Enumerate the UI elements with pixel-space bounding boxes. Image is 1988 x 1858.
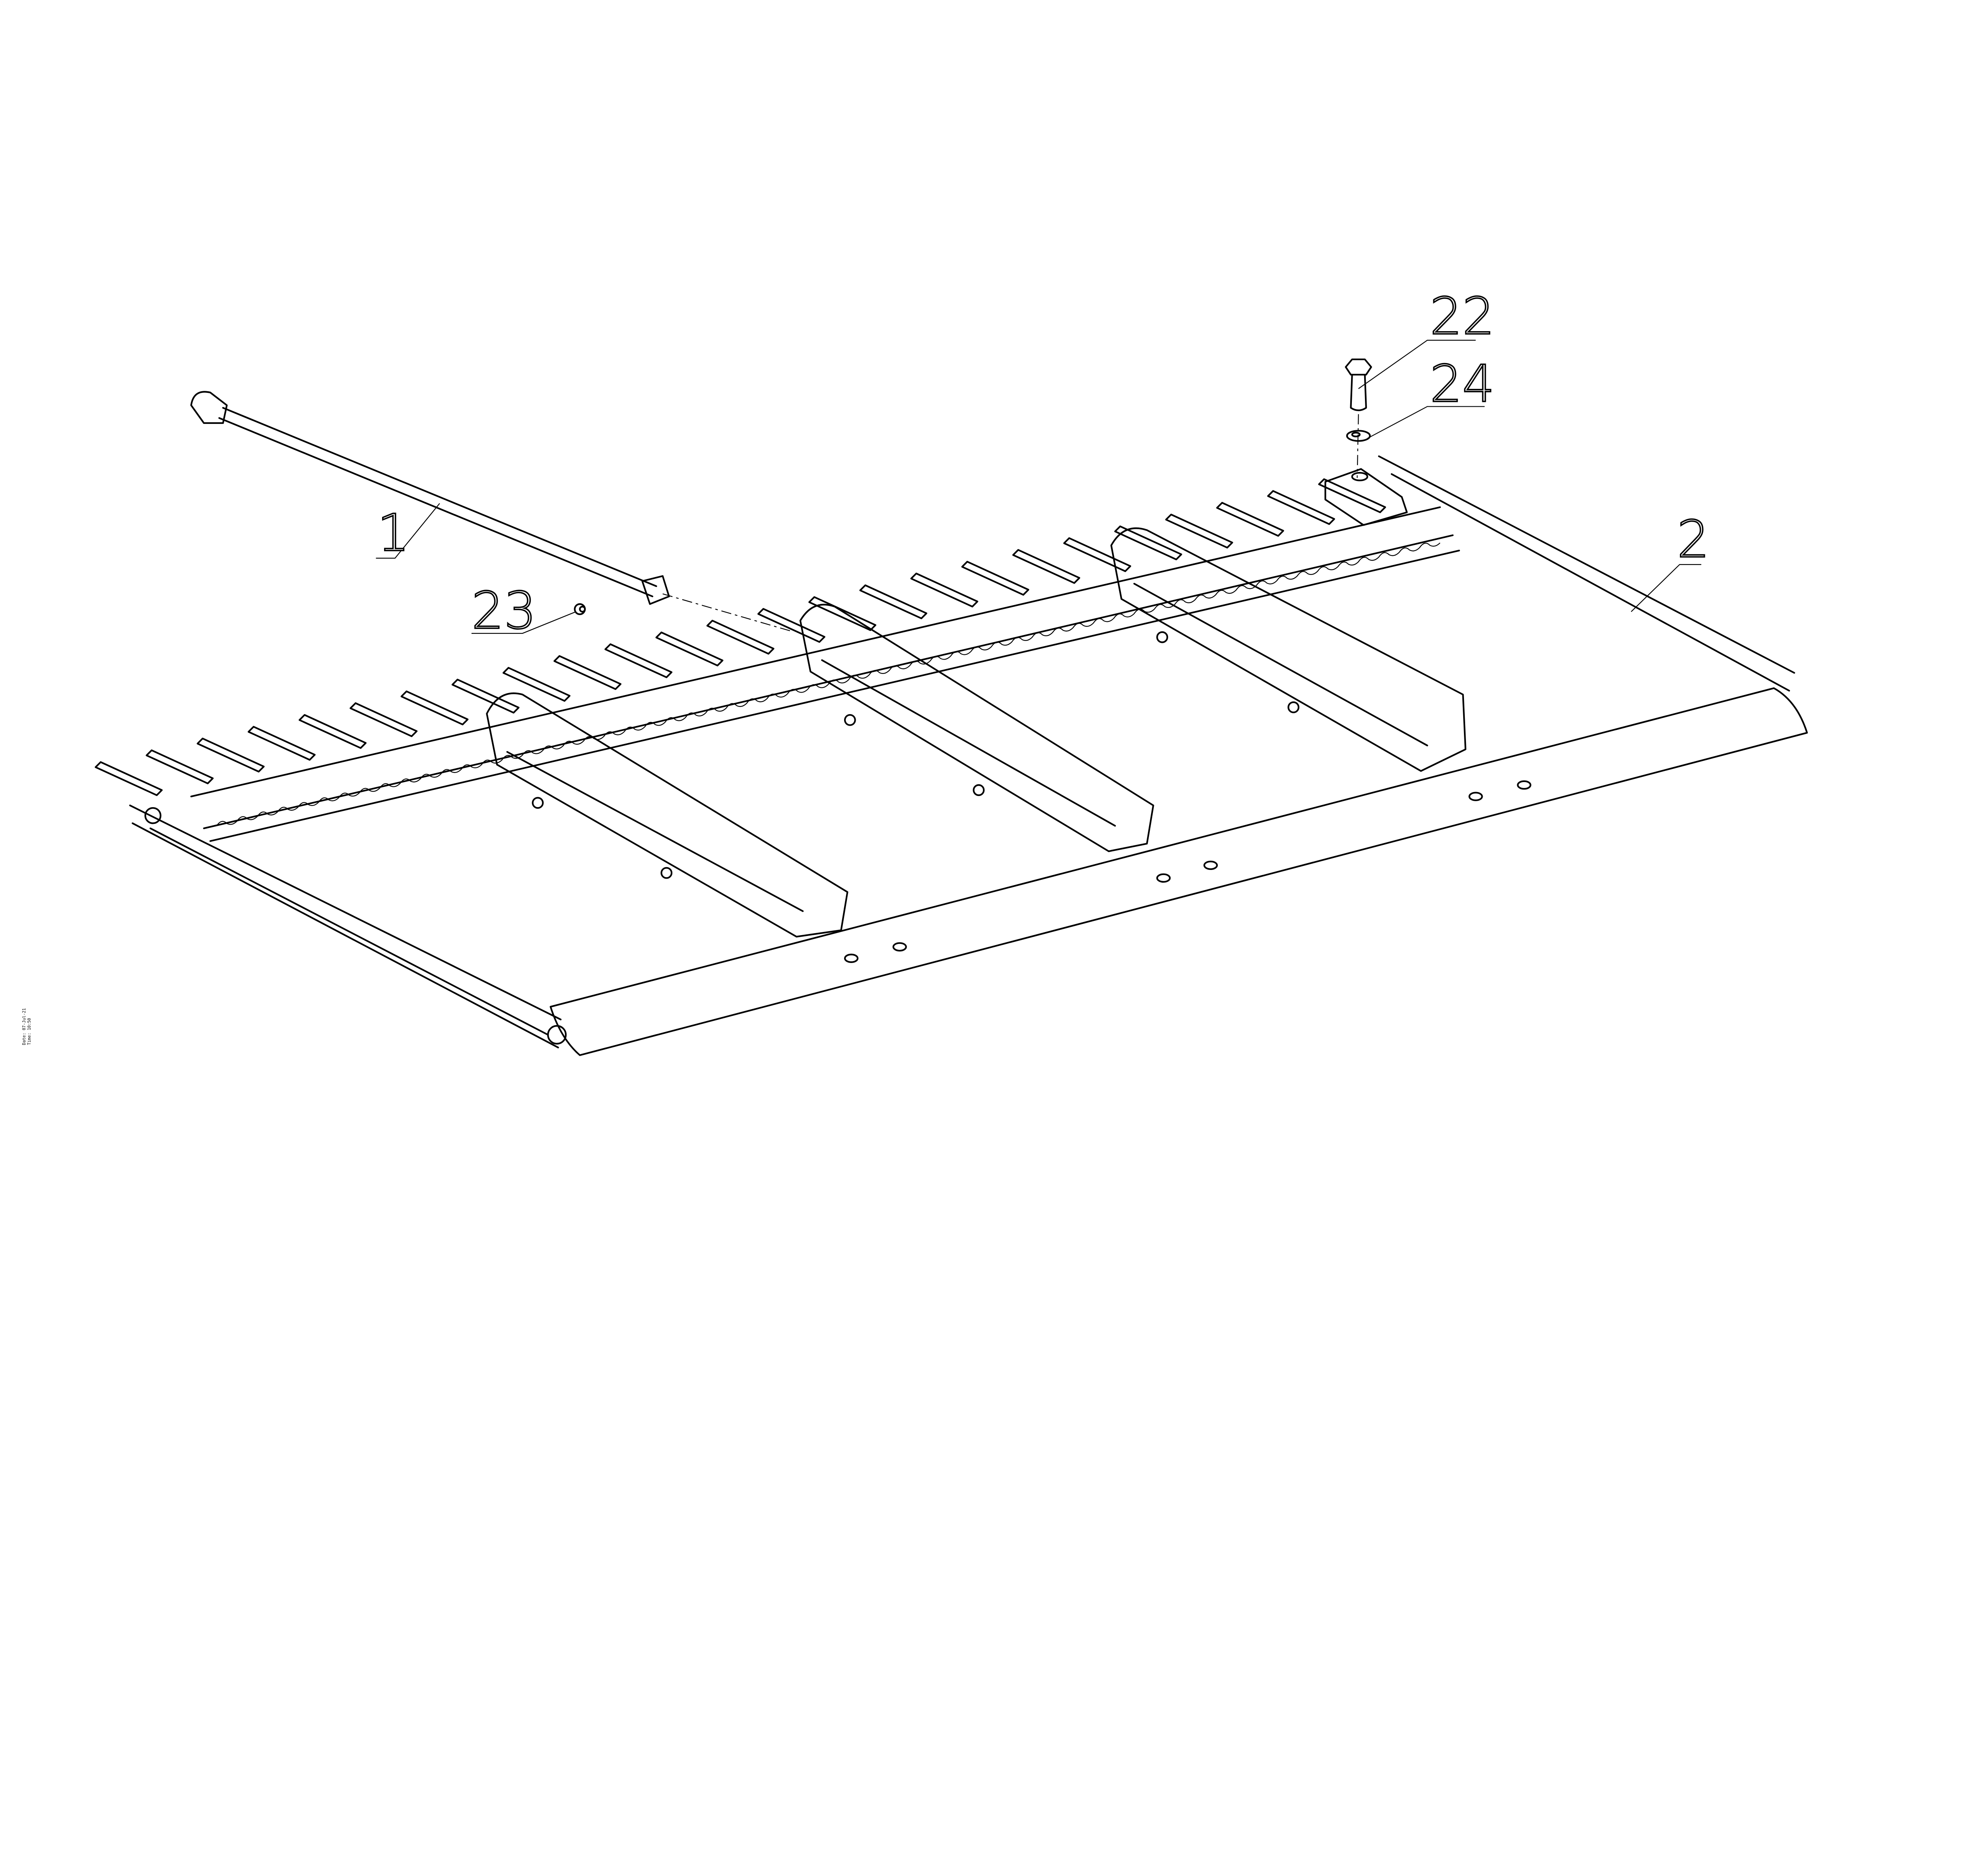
stamp-time: Time: 10:50 (27, 1018, 32, 1045)
finger (1012, 549, 1080, 584)
finger (859, 584, 928, 619)
callout-label: 24 (1430, 355, 1495, 414)
carrier-3 (1110, 527, 1466, 772)
top-bracket (1324, 468, 1408, 526)
finger (1114, 525, 1182, 561)
left-rail (129, 804, 562, 1048)
finger (706, 619, 775, 655)
finger (1318, 478, 1386, 513)
finger (910, 573, 978, 608)
fingers (95, 478, 1386, 796)
finger (349, 702, 418, 737)
finger (400, 690, 469, 726)
callout-1: 1 (376, 503, 440, 563)
finger (1267, 490, 1335, 525)
callout-label: 1 (377, 504, 410, 563)
finger (655, 631, 724, 666)
callout-24: 24 (1367, 354, 1495, 439)
finger (604, 643, 673, 678)
right-rail (1378, 455, 1795, 692)
finger (757, 608, 825, 643)
bolt-part (1345, 358, 1372, 478)
stamp-date: Date: 07-Jul-21 (22, 1008, 27, 1045)
callout-2: 2 (1631, 509, 1710, 612)
callout-label: 2 (1677, 510, 1710, 569)
parts-diagram: 1 2 22 23 24 Date: 07-Jul-21 Time: 10:50 (22, 286, 1808, 1056)
callout-22: 22 (1358, 286, 1495, 389)
finger (146, 749, 214, 784)
finger (95, 761, 163, 796)
finger (451, 679, 520, 714)
finger (553, 655, 621, 690)
finger (502, 667, 571, 702)
finger (961, 561, 1029, 596)
mount-holes (144, 631, 1532, 1045)
finger (299, 714, 367, 749)
assembly-frame (95, 455, 1808, 1056)
callout-23: 23 (471, 581, 577, 641)
finger (1216, 502, 1284, 537)
front-tube (549, 687, 1808, 1056)
carrier-1 (486, 692, 848, 938)
bracket-slot (1351, 472, 1369, 481)
callout-label: 23 (472, 581, 536, 641)
finger (1063, 537, 1132, 572)
toothed-bar-serration (216, 542, 1441, 826)
finger (247, 726, 316, 761)
callout-label: 22 (1430, 287, 1495, 346)
carrier-2 (799, 604, 1154, 852)
finger (1165, 513, 1233, 549)
date-stamp: Date: 07-Jul-21 Time: 10:50 (22, 1008, 32, 1045)
finger (196, 738, 265, 773)
nut-part (574, 603, 586, 615)
washer-part (1346, 430, 1371, 442)
rod-part (190, 391, 790, 631)
finger (808, 596, 877, 631)
